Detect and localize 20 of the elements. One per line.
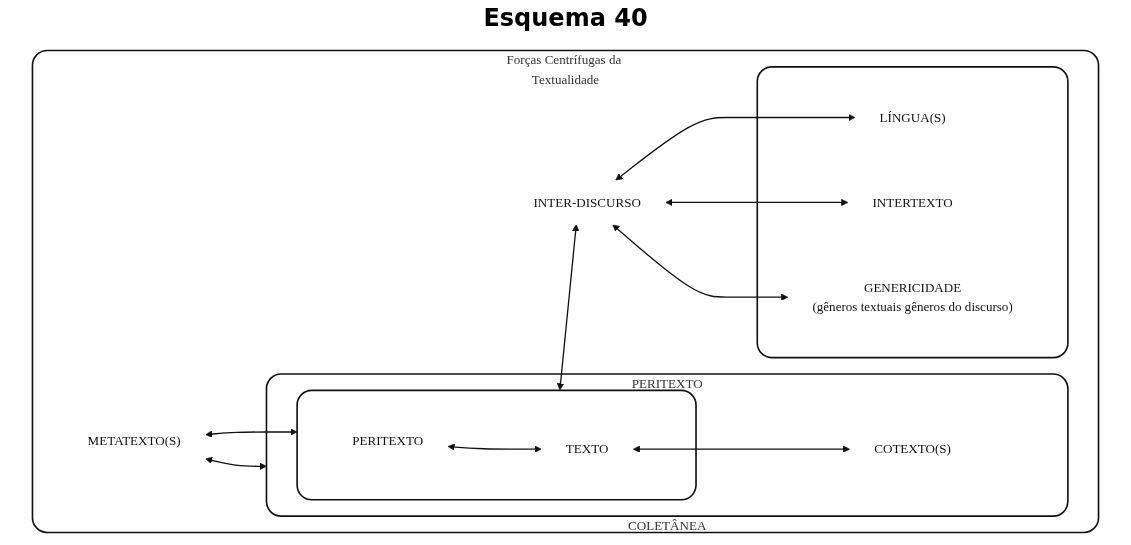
node-text: COTEXTO(S) bbox=[874, 441, 951, 456]
cluster bbox=[296, 389, 697, 501]
group-caption: COLETÂNEA bbox=[628, 518, 707, 533]
arrow bbox=[447, 443, 542, 453]
node-text: TEXTO bbox=[565, 441, 609, 456]
diagram-title: Esquema 40 bbox=[482, 4, 649, 32]
node-text: LÍNGUA(S) bbox=[879, 110, 946, 125]
arrow bbox=[615, 113, 856, 181]
node-text: PERITEXTO bbox=[352, 433, 424, 448]
node-text: INTER-DISCURSO bbox=[533, 195, 641, 209]
arrow bbox=[205, 456, 267, 470]
arrow bbox=[556, 224, 580, 391]
node-text: GENERICIDADE (gêneros textuais gêneros do discurso) bbox=[812, 280, 1013, 314]
arrow bbox=[632, 445, 851, 453]
arrow bbox=[612, 224, 789, 301]
node-text: METATEXTO(S) bbox=[87, 433, 181, 448]
node-text: INTERTEXTO bbox=[872, 195, 953, 209]
arrow bbox=[665, 198, 849, 207]
cluster bbox=[756, 66, 1069, 359]
arrow bbox=[205, 428, 298, 438]
